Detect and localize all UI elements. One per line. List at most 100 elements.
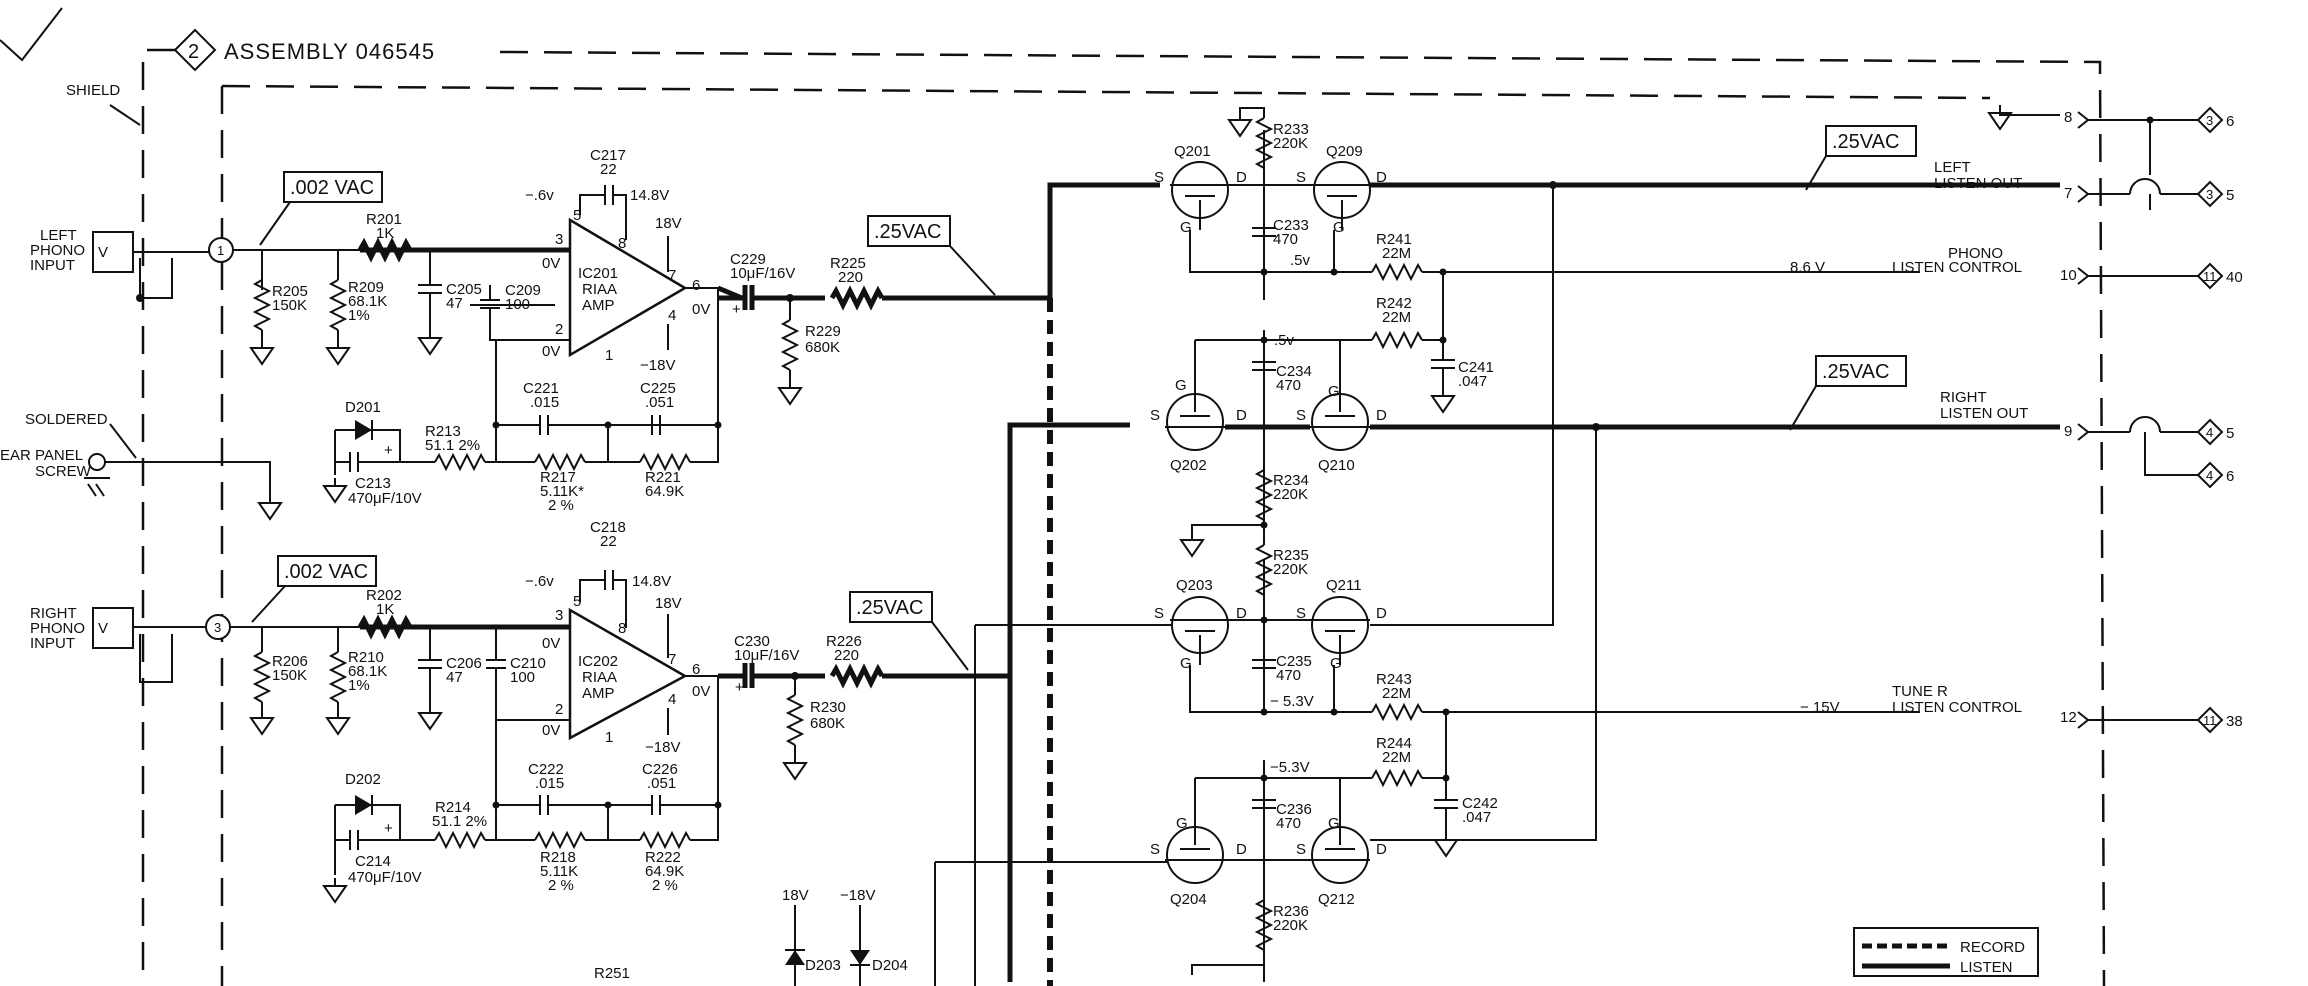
svg-text:7: 7 [2064, 185, 2072, 202]
svg-text:4: 4 [668, 307, 676, 324]
svg-text:R205: R205 [272, 283, 308, 300]
svg-text:S: S [1154, 605, 1164, 622]
svg-text:6: 6 [692, 277, 700, 294]
svg-text:7: 7 [668, 651, 676, 668]
svg-text:− 15V: − 15V [1800, 699, 1840, 716]
svg-text:R230: R230 [810, 699, 846, 716]
svg-text:220: 220 [838, 269, 863, 286]
svg-text:LISTEN CONTROL: LISTEN CONTROL [1892, 699, 2022, 716]
left-phono-input-label: LEFT PHONO INPUT [30, 227, 85, 274]
svg-text:C236: C236 [1276, 801, 1312, 818]
svg-text:− 5.3V: − 5.3V [1270, 693, 1314, 710]
svg-text:22: 22 [600, 533, 617, 550]
fet-q202: Q202 S D G [1150, 340, 1247, 474]
connector-pin-10: 10 [2060, 267, 2198, 285]
svg-text:11: 11 [2203, 713, 2217, 728]
svg-text:+: + [384, 442, 393, 459]
svg-text:C233: C233 [1273, 217, 1309, 234]
svg-text:2: 2 [555, 321, 563, 338]
svg-text:.25VAC: .25VAC [1832, 131, 1899, 153]
svg-text:100: 100 [510, 669, 535, 686]
svg-text:220K: 220K [1273, 561, 1308, 578]
svg-text:64.9K: 64.9K [645, 863, 684, 880]
svg-text:INPUT: INPUT [30, 257, 75, 274]
svg-text:RIGHT: RIGHT [30, 605, 77, 622]
svg-text:C206: C206 [446, 655, 482, 672]
svg-text:AMP: AMP [582, 297, 615, 314]
svg-text:Q210: Q210 [1318, 457, 1355, 474]
svg-text:D201: D201 [345, 399, 381, 416]
svg-text:1: 1 [217, 243, 224, 258]
svg-text:470: 470 [1276, 667, 1301, 684]
svg-text:3: 3 [2206, 113, 2213, 128]
svg-text:EAR PANEL: EAR PANEL [0, 447, 83, 464]
svg-text:1: 1 [605, 729, 613, 746]
mate-11-38: 11 38 [2196, 706, 2243, 734]
svg-text:R226: R226 [826, 633, 862, 650]
connector-pin-8: 8 [2064, 109, 2198, 129]
svg-text:5.11K: 5.11K [540, 863, 578, 880]
svg-text:Q204: Q204 [1170, 891, 1207, 908]
svg-text:0V: 0V [542, 343, 560, 360]
svg-text:S: S [1296, 169, 1306, 186]
connector-pin-12: 12 [2060, 709, 2198, 729]
svg-text:2: 2 [188, 41, 199, 63]
svg-text:.015: .015 [535, 775, 564, 792]
fet-q209: Q209 S D G [1296, 143, 1387, 236]
svg-text:R201: R201 [366, 211, 402, 228]
svg-text:C226: C226 [642, 761, 678, 778]
svg-text:G: G [1176, 815, 1188, 832]
svg-text:0V: 0V [542, 255, 560, 272]
fet-q212: Q212 S D G [1296, 778, 1387, 908]
svg-text:R241: R241 [1376, 231, 1412, 248]
svg-text:470: 470 [1276, 815, 1301, 832]
svg-text:100: 100 [505, 296, 530, 313]
svg-text:18V: 18V [655, 215, 682, 232]
svg-text:68.1K: 68.1K [348, 293, 387, 310]
svg-text:11: 11 [2203, 269, 2217, 284]
mate-4-5: 4 5 [2196, 418, 2234, 446]
svg-text:G: G [1328, 383, 1340, 400]
svg-text:5: 5 [573, 593, 581, 610]
assembly-marker: 2 [173, 28, 217, 72]
svg-text:R233: R233 [1273, 121, 1309, 138]
svg-text:C213: C213 [355, 475, 391, 492]
svg-text:22M: 22M [1382, 245, 1411, 262]
svg-text:Q211: Q211 [1326, 577, 1362, 594]
svg-text:D203: D203 [805, 957, 841, 974]
svg-text:IC201: IC201 [578, 265, 618, 282]
svg-text:C234: C234 [1276, 363, 1312, 380]
svg-text:.002 VAC: .002 VAC [290, 177, 374, 199]
svg-text:470: 470 [1273, 231, 1298, 248]
svg-text:D202: D202 [345, 771, 381, 788]
connector-pin-7: 7 [2064, 178, 2198, 203]
svg-text:0V: 0V [542, 722, 560, 739]
svg-text:G: G [1330, 655, 1342, 672]
svg-text:R251: R251 [594, 965, 630, 982]
svg-text:220K: 220K [1273, 917, 1308, 934]
svg-text:8.6 V: 8.6 V [1790, 259, 1825, 276]
svg-text:R214: R214 [435, 799, 471, 816]
svg-text:14.8V: 14.8V [630, 187, 669, 204]
svg-text:.051: .051 [645, 394, 674, 411]
svg-text:−5.3V: −5.3V [1270, 759, 1310, 776]
svg-text:.051: .051 [647, 775, 676, 792]
legend: RECORD LISTEN [1853, 927, 2039, 977]
svg-text:0V: 0V [542, 635, 560, 652]
svg-text:D: D [1376, 169, 1387, 186]
svg-text:22M: 22M [1382, 749, 1411, 766]
fet-q210: Q210 S D G [1296, 340, 1387, 474]
svg-text:R235: R235 [1273, 547, 1309, 564]
svg-text:.047: .047 [1458, 373, 1487, 390]
svg-text:R210: R210 [348, 649, 384, 666]
svg-text:8: 8 [618, 235, 626, 252]
svg-text:R218: R218 [540, 849, 576, 866]
svg-text:220K: 220K [1273, 135, 1308, 152]
svg-text:470μF/10V: 470μF/10V [348, 869, 422, 886]
svg-text:S: S [1154, 169, 1164, 186]
svg-text:8: 8 [618, 620, 626, 637]
svg-text:Q212: Q212 [1318, 891, 1355, 908]
mate-4-6: 4 6 [2196, 461, 2234, 489]
svg-text:D: D [1236, 841, 1247, 858]
svg-text:+: + [384, 820, 393, 837]
